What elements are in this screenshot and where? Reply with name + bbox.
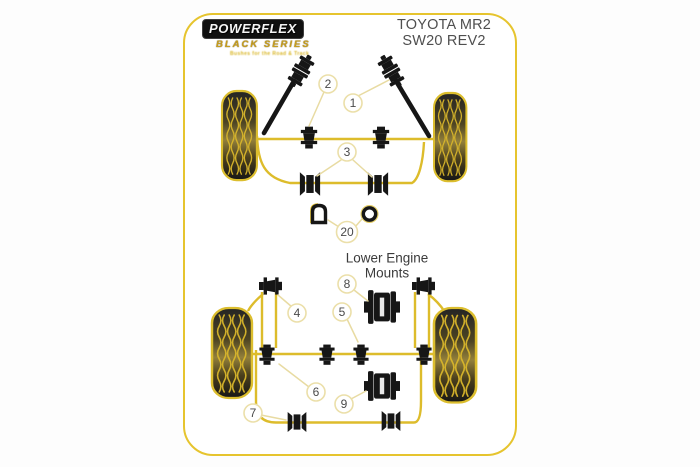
catalog-card [183,13,517,456]
vehicle-title-line2: SW20 REV2 [402,32,486,49]
black-series-banner: BLACK SERIES [216,39,311,50]
vehicle-title-line1: TOYOTA MR2 [396,17,492,33]
vehicle-title: TOYOTA MR2 SW20 REV2 [394,17,494,49]
brand-text: POWERFLEX [209,21,297,36]
powerflex-logo: POWERFLEX BLACK SERIES Bushes for the Ro… [202,19,312,57]
logo-tagline: Bushes for the Road & Track [230,51,310,57]
powerflex-wordmark: POWERFLEX [202,19,304,39]
